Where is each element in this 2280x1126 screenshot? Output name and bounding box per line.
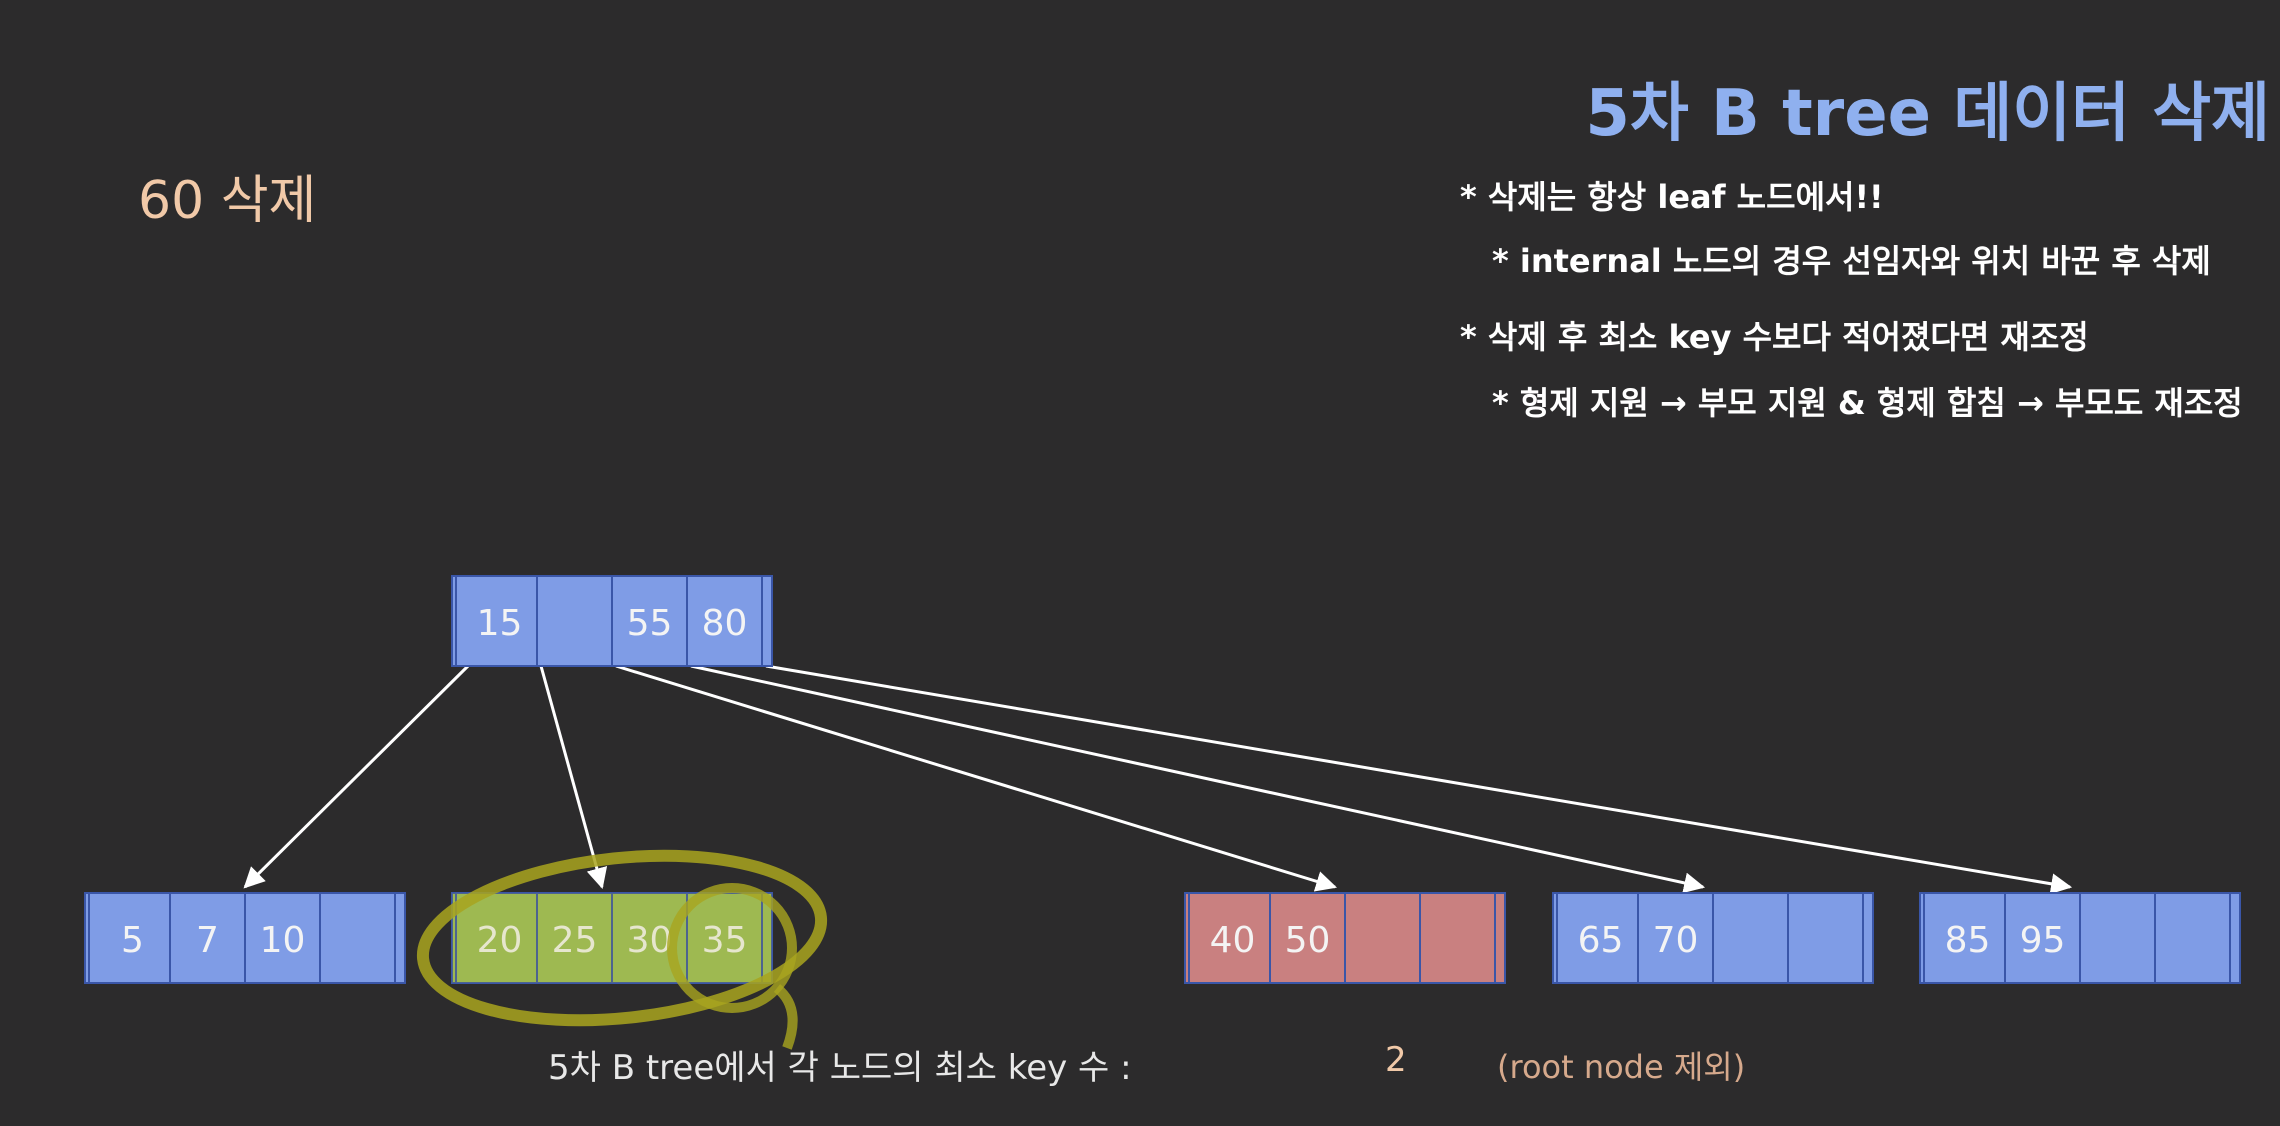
node-key: 80 [702, 603, 748, 644]
rule-note-4: * 형제 지원 → 부모 지원 & 형제 합침 → 부모도 재조정 [1492, 384, 2243, 422]
min-keys-note: (root node 제외) [1497, 1048, 1746, 1086]
leaf-node-1: 5 7 10 [84, 892, 406, 984]
node-key: 95 [2020, 920, 2066, 961]
node-key: 35 [702, 920, 748, 961]
highlight-fill [452, 893, 772, 983]
min-keys-value: 2 [1385, 1040, 1407, 1080]
node-key: 15 [477, 603, 523, 644]
highlight-circle [416, 849, 828, 1027]
slide-title: 5차 B tree 데이터 삭제 [1585, 77, 2270, 151]
leaf-node-4: 65 70 [1552, 892, 1874, 984]
operation-label: 60 삭제 [138, 171, 317, 231]
rule-note-3: * 삭제 후 최소 key 수보다 적어졌다면 재조정 [1460, 318, 2089, 356]
node-key: 30 [627, 920, 673, 961]
leaf-node-2: 20 25 30 35 [451, 892, 773, 984]
node-key: 55 [627, 603, 673, 644]
root-node: 15 55 80 [451, 575, 773, 667]
child-pointer-arrow [690, 664, 1706, 894]
leaf-node-5: 85 95 [1919, 892, 2241, 984]
child-pointer-arrow [243, 664, 470, 889]
child-pointer-arrow [615, 664, 1338, 892]
leaf-node-3: 40 50 [1184, 892, 1506, 984]
child-pointer-arrow [539, 665, 608, 890]
highlight-swirl [667, 883, 797, 1013]
node-key: 70 [1653, 920, 1699, 961]
rule-note-1: * 삭제는 항상 leaf 노드에서!! [1460, 178, 1884, 216]
node-key: 40 [1210, 920, 1256, 961]
node-key: 50 [1285, 920, 1331, 961]
min-keys-label: 5차 B tree에서 각 노드의 최소 key 수 : [548, 1048, 1132, 1088]
node-key: 7 [196, 920, 219, 961]
node-key: 5 [121, 920, 144, 961]
node-key: 20 [477, 920, 523, 961]
node-key: 65 [1578, 920, 1624, 961]
rule-note-2: * internal 노드의 경우 선임자와 위치 바꾼 후 삭제 [1492, 242, 2211, 280]
node-key: 85 [1945, 920, 1991, 961]
node-key: 10 [260, 920, 306, 961]
child-pointer-arrow [765, 664, 2073, 895]
highlight-tail [773, 984, 798, 1050]
node-key: 25 [552, 920, 598, 961]
